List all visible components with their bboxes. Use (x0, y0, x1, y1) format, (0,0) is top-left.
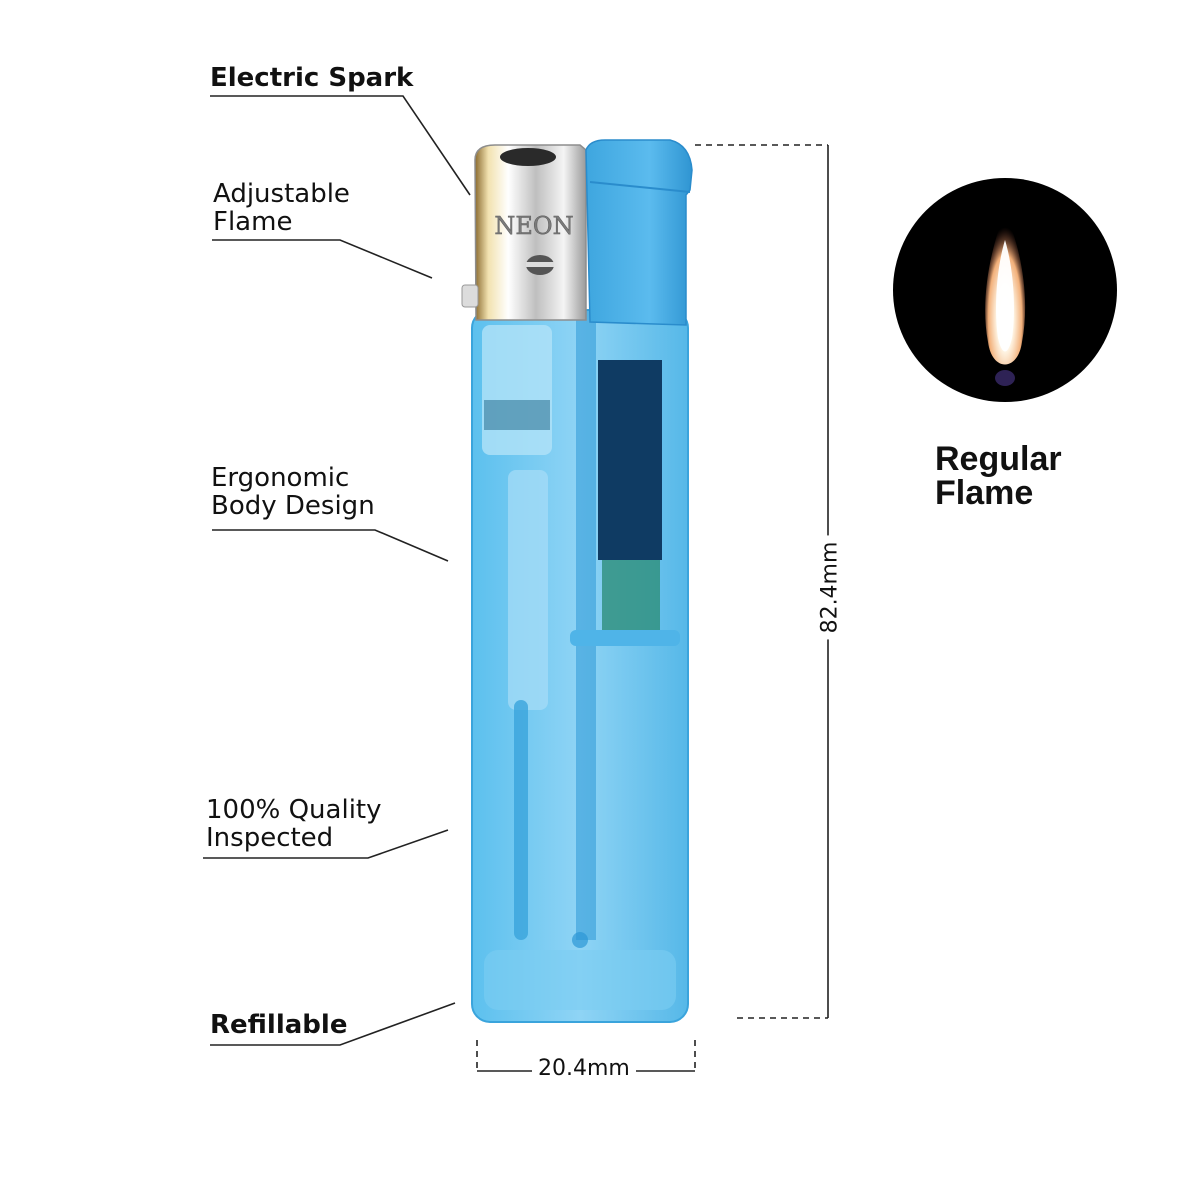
callout-lines (203, 95, 471, 1046)
label-ergonomic-body: Ergonomic Body Design (211, 463, 375, 521)
label-adjustable-flame: Adjustable Flame (213, 179, 350, 237)
chrome-hood (461, 144, 587, 321)
lighter-body (471, 309, 689, 1023)
dimension-lines (476, 144, 828, 1068)
flame-title: Regular Flame (935, 440, 1062, 512)
width-dimension: 20.4mm (532, 1056, 636, 1081)
brand-logo: NEON (494, 212, 573, 240)
label-quality-inspected: 100% Quality Inspected (206, 795, 382, 853)
label-electric-spark: Electric Spark (210, 63, 414, 93)
height-dimension: 82.4mm (817, 535, 843, 640)
label-refillable: Refillable (210, 1010, 348, 1040)
ignition-button (585, 139, 693, 326)
flame-illustration (893, 178, 1117, 402)
